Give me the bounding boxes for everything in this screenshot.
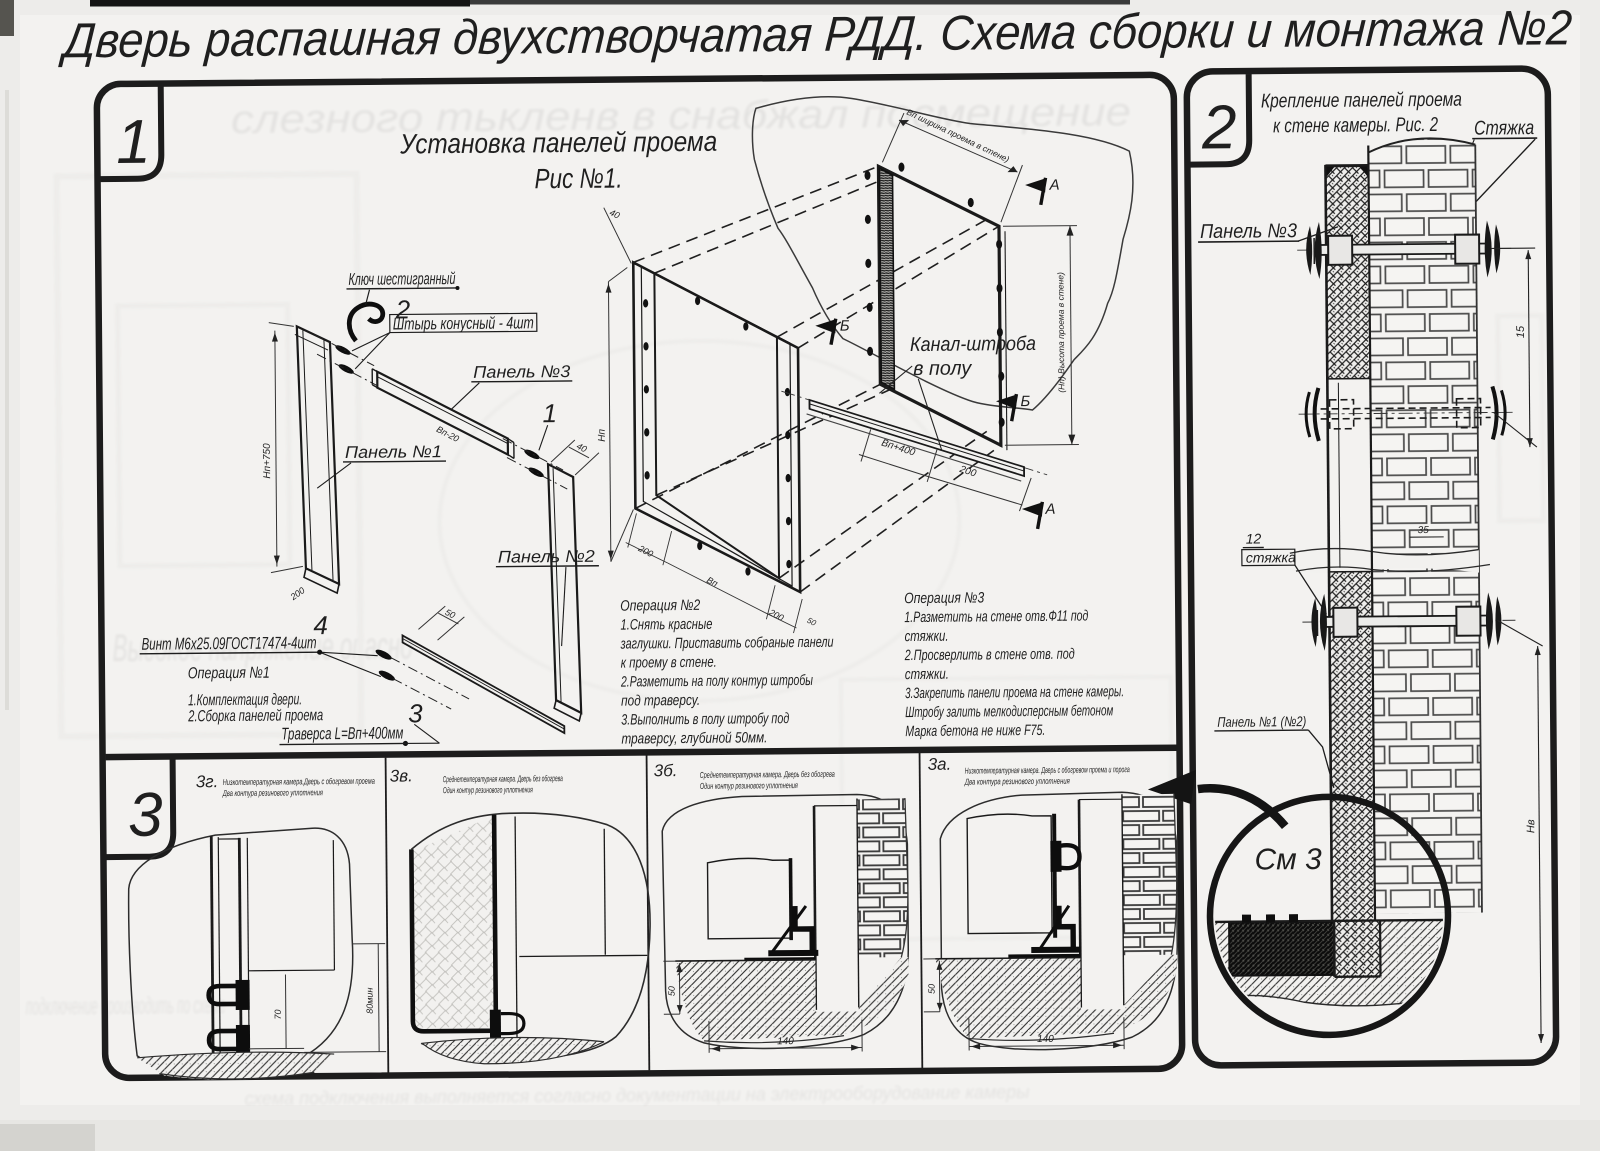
svg-text:Панель №3: Панель №3 (1200, 220, 1297, 243)
svg-text:стяжки.: стяжки. (905, 666, 949, 683)
svg-text:Марка бетона не ниже F75.: Марка бетона не ниже F75. (905, 722, 1045, 740)
svg-text:в полу: в полу (913, 357, 972, 380)
svg-text:140: 140 (1037, 1034, 1054, 1045)
svg-text:3в.: 3в. (390, 766, 413, 785)
svg-text:Нп: Нп (597, 428, 608, 441)
svg-text:Панель №3: Панель №3 (473, 362, 571, 382)
svg-text:А: А (1044, 501, 1055, 518)
svg-text:Б: Б (840, 318, 850, 335)
svg-text:Среднетемпературная камера. Дв: Среднетемпературная камера. Дверь без об… (700, 769, 835, 780)
svg-text:Два контура резинового уплотне: Два контура резинового уплотнения (222, 787, 323, 798)
svg-text:к стене камеры. Рис. 2: к стене камеры. Рис. 2 (1273, 114, 1438, 137)
svg-text:Один контур резинового уплотне: Один контур резинового уплотнения (443, 784, 533, 795)
svg-text:к проему в стене.: к проему в стене. (621, 654, 717, 672)
svg-text:1.Снять красные: 1.Снять красные (620, 616, 712, 634)
svg-text:2: 2 (1201, 93, 1237, 162)
svg-text:Низкотемпературная камера.Двер: Низкотемпературная камера.Дверь с обогре… (223, 776, 375, 787)
svg-text:Крепление панелей проема: Крепление панелей проема (1261, 89, 1462, 113)
svg-text:3б.: 3б. (654, 761, 678, 780)
svg-text:3г.: 3г. (196, 772, 219, 791)
svg-text:(Нп) Высота проема в стене): (Нп) Высота проема в стене) (1055, 272, 1066, 393)
svg-text:Канал-штроба: Канал-штроба (910, 333, 1036, 356)
svg-text:траверсу, глубиной 50мм.: траверсу, глубиной 50мм. (621, 729, 767, 747)
svg-text:Нп+750: Нп+750 (262, 443, 273, 479)
svg-text:Два контура резинового уплотне: Два контура резинового уплотнения (964, 776, 1070, 787)
svg-text:Панель №1 (№2): Панель №1 (№2) (1217, 713, 1306, 730)
svg-text:Установка панелей проема: Установка панелей проема (399, 126, 717, 160)
svg-text:70: 70 (273, 1010, 283, 1020)
svg-text:Стяжка: Стяжка (1474, 117, 1534, 140)
svg-text:35: 35 (1418, 525, 1430, 536)
svg-text:подключение производить по схе: подключение производить по схеме (26, 992, 226, 1021)
svg-text:Операция №1: Операция №1 (188, 665, 270, 683)
svg-text:под траверсу.: под траверсу. (621, 692, 700, 710)
svg-text:50: 50 (443, 607, 457, 620)
svg-text:А: А (1049, 177, 1060, 194)
svg-text:стяжка: стяжка (1246, 549, 1296, 565)
svg-text:Один контур резинового уплотне: Один контур резинового уплотнения (700, 780, 798, 791)
svg-text:4: 4 (313, 610, 328, 640)
svg-text:Рис №1.: Рис №1. (534, 163, 622, 195)
svg-text:заглушки. Приставить собраные: заглушки. Приставить собраные панели (620, 634, 834, 653)
svg-text:40: 40 (608, 207, 621, 220)
svg-text:2.Сборка панелей проема: 2.Сборка панелей проема (187, 707, 323, 725)
svg-text:Штырь конусный - 4шт: Штырь конусный - 4шт (393, 313, 534, 333)
svg-text:Траверса L=Вп+400мм: Траверса L=Вп+400мм (281, 723, 403, 743)
svg-text:слезного тькленв в снабжал пос: слезного тькленв в снабжал посмещение (231, 90, 1131, 142)
svg-text:Б: Б (1020, 393, 1030, 410)
svg-text:Низкотемпературная камера. Две: Низкотемпературная камера. Дверь с обогр… (965, 764, 1130, 775)
svg-text:1.Комплектация двери.: 1.Комплектация двери. (188, 691, 302, 709)
svg-text:15: 15 (1515, 325, 1527, 338)
svg-text:3.Выполнить в полу штробу под: 3.Выполнить в полу штробу под (621, 710, 789, 728)
svg-text:200: 200 (957, 464, 978, 480)
svg-text:1: 1 (116, 108, 151, 177)
svg-text:Панель №1: Панель №1 (345, 442, 442, 462)
svg-text:Операция №2: Операция №2 (620, 597, 701, 615)
svg-text:40: 40 (575, 441, 589, 454)
svg-text:Винт М6х25.09ГОСТ17474-4шт: Винт М6х25.09ГОСТ17474-4шт (141, 633, 316, 654)
svg-text:Нв: Нв (1525, 819, 1537, 833)
svg-text:Ключ шестигранный: Ключ шестигранный (348, 269, 456, 289)
svg-text:Дверь распашная двухстворчатая: Дверь распашная двухстворчатая РДД. Схем… (58, 1, 1574, 68)
svg-text:стяжки.: стяжки. (904, 628, 948, 645)
svg-text:Штробу залить мелкодисперсным: Штробу залить мелкодисперсным бетоном (905, 702, 1113, 721)
svg-text:12: 12 (1246, 530, 1262, 546)
svg-text:3а.: 3а. (928, 755, 952, 774)
svg-text:1.Разметить на стене отв.Ф11 п: 1.Разметить на стене отв.Ф11 под (904, 607, 1088, 626)
svg-text:Панель №2: Панель №2 (498, 547, 596, 567)
svg-text:2.Просверлить в стене отв. п: 2.Просверлить в стене отв. под (904, 646, 1075, 664)
svg-text:1: 1 (542, 398, 557, 428)
svg-text:80мин: 80мин (365, 988, 375, 1014)
svg-text:2.Разметить на полу контур штр: 2.Разметить на полу контур штробы (620, 672, 813, 691)
svg-text:См 3: См 3 (1254, 843, 1322, 877)
svg-text:3.Закрепить панели проема на с: 3.Закрепить панели проема на стене камер… (905, 683, 1124, 702)
svg-text:3: 3 (408, 698, 423, 728)
svg-text:3: 3 (128, 781, 163, 850)
svg-text:Вп: Вп (705, 575, 719, 589)
svg-text:2: 2 (395, 294, 411, 324)
svg-text:140: 140 (777, 1036, 794, 1047)
svg-text:50: 50 (927, 984, 937, 994)
svg-text:Операция №3: Операция №3 (904, 589, 985, 607)
svg-text:Среднетемпературная камера. Дв: Среднетемпературная камера. Дверь без об… (443, 773, 563, 784)
svg-text:50: 50 (667, 986, 677, 996)
